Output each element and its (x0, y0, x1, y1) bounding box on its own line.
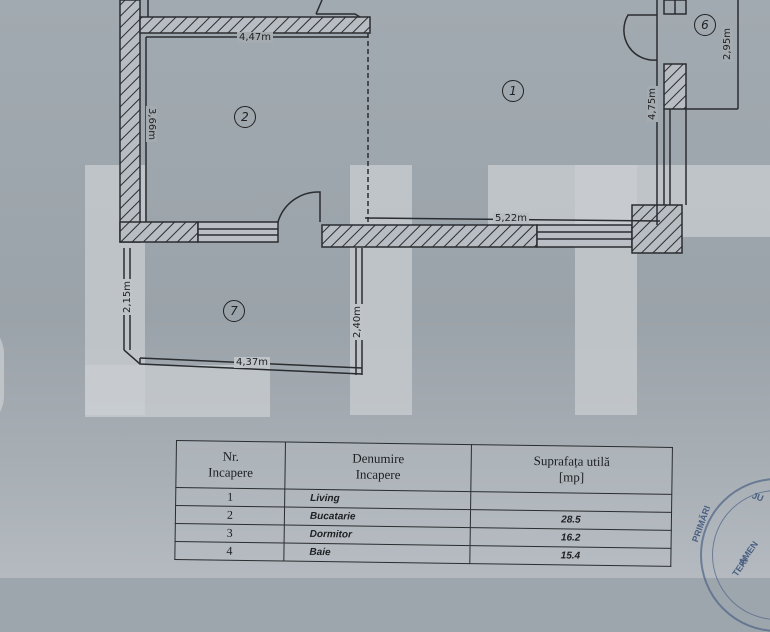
room-number-7: 7 (223, 300, 245, 322)
row-nr: 3 (175, 523, 285, 544)
header-area-line2: [mp] (558, 469, 585, 485)
dimension-room2-height: 3,66m (146, 106, 157, 143)
dimension-room7-width: 4,37m (234, 357, 271, 368)
header-nr-line2: Incapere (208, 464, 254, 481)
row-area: 15.4 (469, 545, 672, 567)
watermark-left-curve (0, 320, 4, 430)
row-nr: 2 (175, 505, 285, 526)
row-nr: 1 (175, 487, 285, 508)
watermark-letter-t-stem (575, 165, 637, 415)
room-number-1: 1 (502, 80, 524, 102)
header-nr-line1: Nr. (222, 448, 240, 464)
room-number-6: 6 (694, 14, 716, 36)
dimension-room7-right: 2,40m (352, 303, 363, 340)
dimension-room2-width: 4,47m (237, 32, 274, 43)
room-number-2: 2 (234, 106, 256, 128)
header-nr: Nr. Incapere (175, 440, 286, 490)
floor-plan-drawing (119, 0, 739, 375)
dimension-room1-width: 5,22m (493, 213, 530, 224)
header-name-line1: Denumire (352, 450, 405, 467)
row-name: Baie (283, 543, 471, 564)
dimension-room6-height: 2,95m (722, 25, 733, 62)
room-area-table: Nr. Incapere Denumire Incapere Suprafața… (174, 440, 673, 567)
header-area-line1: Suprafața utilă (533, 452, 610, 470)
watermark-letter-l-base (85, 365, 270, 417)
row-nr: 4 (174, 541, 285, 562)
header-name-line2: Incapere (355, 466, 401, 483)
dimension-room1-height: 4,75m (647, 85, 658, 122)
dimension-room7-left: 2,15m (122, 278, 133, 315)
table-header-row: Nr. Incapere Denumire Incapere Suprafața… (175, 440, 673, 495)
header-area: Suprafața utilă [mp] (470, 444, 673, 495)
header-name: Denumire Incapere (284, 442, 472, 492)
